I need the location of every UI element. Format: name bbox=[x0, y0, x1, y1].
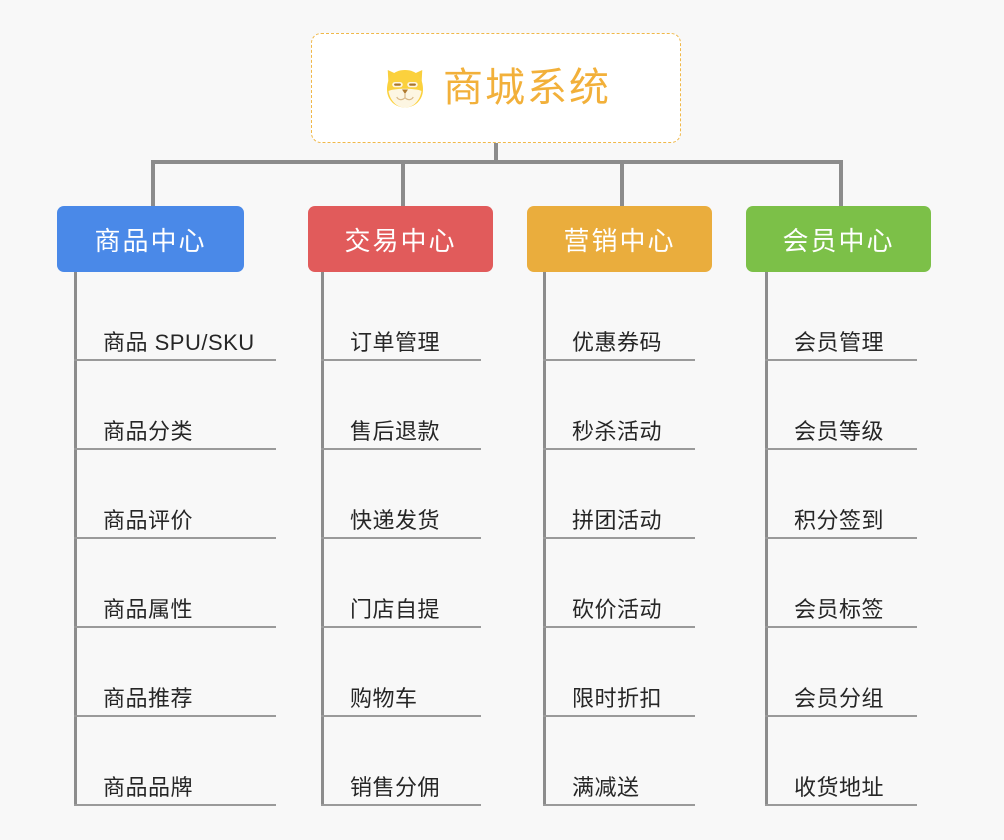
leaf-column-2: 订单管理售后退款快递发货门店自提购物车销售分佣 bbox=[321, 272, 491, 806]
leaf-item[interactable]: 会员管理 bbox=[765, 272, 927, 361]
branch-drop-3 bbox=[839, 160, 843, 206]
leaf-item[interactable]: 门店自提 bbox=[321, 539, 491, 628]
leaf-rule bbox=[543, 626, 695, 628]
leaf-item[interactable]: 快递发货 bbox=[321, 450, 491, 539]
leaf-item[interactable]: 秒杀活动 bbox=[543, 361, 705, 450]
leaf-item-label: 优惠券码 bbox=[572, 329, 663, 355]
leaf-item[interactable]: 商品评价 bbox=[74, 450, 286, 539]
leaf-spine bbox=[765, 272, 768, 806]
leaf-column-3: 优惠券码秒杀活动拼团活动砍价活动限时折扣满减送 bbox=[543, 272, 705, 806]
branch-drop-0 bbox=[151, 160, 155, 206]
root-node[interactable]: 商城系统 bbox=[311, 33, 681, 143]
leaf-item[interactable]: 限时折扣 bbox=[543, 628, 705, 717]
leaf-item-label: 会员等级 bbox=[794, 418, 885, 444]
leaf-item-label: 满减送 bbox=[572, 774, 640, 800]
leaf-item[interactable]: 商品 SPU/SKU bbox=[74, 272, 286, 361]
leaf-rule bbox=[321, 537, 481, 539]
leaf-rule bbox=[74, 537, 276, 539]
leaf-item[interactable]: 商品推荐 bbox=[74, 628, 286, 717]
leaf-rule bbox=[765, 626, 917, 628]
leaf-item[interactable]: 收货地址 bbox=[765, 717, 927, 806]
root-stem bbox=[494, 143, 498, 164]
leaf-item-label: 订单管理 bbox=[350, 329, 441, 355]
leaf-rule bbox=[74, 715, 276, 717]
leaf-column-1: 商品 SPU/SKU 商品分类商品评价商品属性商品推荐商品品牌 bbox=[74, 272, 286, 806]
leaf-item[interactable]: 售后退款 bbox=[321, 361, 491, 450]
leaf-rule bbox=[543, 804, 695, 806]
leaf-item[interactable]: 优惠券码 bbox=[543, 272, 705, 361]
leaf-spine bbox=[74, 272, 77, 806]
leaf-item[interactable]: 销售分佣 bbox=[321, 717, 491, 806]
leaf-rule bbox=[321, 804, 481, 806]
leaf-item[interactable]: 商品分类 bbox=[74, 361, 286, 450]
leaf-rule bbox=[321, 715, 481, 717]
leaf-item[interactable]: 购物车 bbox=[321, 628, 491, 717]
leaf-rule bbox=[543, 448, 695, 450]
leaf-item-label: 限时折扣 bbox=[572, 685, 663, 711]
shiba-dog-icon bbox=[387, 70, 423, 108]
leaf-spine bbox=[543, 272, 546, 806]
leaf-rule bbox=[765, 715, 917, 717]
leaf-spine bbox=[321, 272, 324, 806]
leaf-item-label: 商品推荐 bbox=[103, 685, 194, 711]
branch-drop-1 bbox=[401, 160, 405, 206]
leaf-rule bbox=[765, 448, 917, 450]
leaf-item[interactable]: 会员标签 bbox=[765, 539, 927, 628]
leaf-item-label: 会员标签 bbox=[794, 596, 885, 622]
category-title: 营销中心 bbox=[563, 225, 676, 256]
leaf-rule bbox=[321, 448, 481, 450]
category-box-4[interactable]: 会员中心 bbox=[746, 206, 931, 272]
leaf-item[interactable]: 积分签到 bbox=[765, 450, 927, 539]
leaf-item-label: 收货地址 bbox=[794, 774, 885, 800]
leaf-rule bbox=[765, 804, 917, 806]
category-box-3[interactable]: 营销中心 bbox=[527, 206, 712, 272]
leaf-rule bbox=[765, 359, 917, 361]
leaf-item-label: 商品品牌 bbox=[103, 774, 194, 800]
leaf-item-label: 门店自提 bbox=[350, 596, 441, 622]
horizontal-bus bbox=[151, 160, 839, 164]
root-title: 商城系统 bbox=[443, 66, 611, 110]
leaf-item-label: 售后退款 bbox=[350, 418, 441, 444]
leaf-rule bbox=[74, 804, 276, 806]
leaf-column-4: 会员管理会员等级积分签到会员标签会员分组收货地址 bbox=[765, 272, 927, 806]
leaf-item[interactable]: 会员分组 bbox=[765, 628, 927, 717]
leaf-rule bbox=[321, 626, 481, 628]
category-box-1[interactable]: 商品中心 bbox=[57, 206, 244, 272]
branch-drop-2 bbox=[620, 160, 624, 206]
leaf-item-label: 商品属性 bbox=[103, 596, 194, 622]
leaf-rule bbox=[543, 715, 695, 717]
leaf-item-label: 商品 SPU/SKU bbox=[103, 329, 255, 355]
leaf-rule bbox=[543, 537, 695, 539]
leaf-item-label: 会员管理 bbox=[794, 329, 885, 355]
leaf-item-label: 商品分类 bbox=[103, 418, 194, 444]
leaf-item-label: 购物车 bbox=[350, 685, 418, 711]
leaf-item-label: 砍价活动 bbox=[572, 596, 663, 622]
leaf-item[interactable]: 拼团活动 bbox=[543, 450, 705, 539]
leaf-item-label: 秒杀活动 bbox=[572, 418, 663, 444]
leaf-item[interactable]: 订单管理 bbox=[321, 272, 491, 361]
leaf-rule bbox=[74, 448, 276, 450]
leaf-item-label: 快递发货 bbox=[350, 507, 441, 533]
leaf-item-label: 销售分佣 bbox=[350, 774, 441, 800]
leaf-item-label: 积分签到 bbox=[794, 507, 885, 533]
category-box-2[interactable]: 交易中心 bbox=[308, 206, 493, 272]
leaf-item-label: 会员分组 bbox=[794, 685, 885, 711]
leaf-rule bbox=[74, 359, 276, 361]
leaf-rule bbox=[765, 537, 917, 539]
leaf-item[interactable]: 商品属性 bbox=[74, 539, 286, 628]
leaf-rule bbox=[74, 626, 276, 628]
leaf-rule bbox=[543, 359, 695, 361]
leaf-item-label: 拼团活动 bbox=[572, 507, 663, 533]
leaf-item[interactable]: 商品品牌 bbox=[74, 717, 286, 806]
category-title: 会员中心 bbox=[782, 225, 895, 256]
category-title: 交易中心 bbox=[344, 225, 457, 256]
leaf-item[interactable]: 会员等级 bbox=[765, 361, 927, 450]
leaf-rule bbox=[321, 359, 481, 361]
category-title: 商品中心 bbox=[94, 225, 207, 256]
leaf-item[interactable]: 砍价活动 bbox=[543, 539, 705, 628]
leaf-item-label: 商品评价 bbox=[103, 507, 194, 533]
leaf-item[interactable]: 满减送 bbox=[543, 717, 705, 806]
